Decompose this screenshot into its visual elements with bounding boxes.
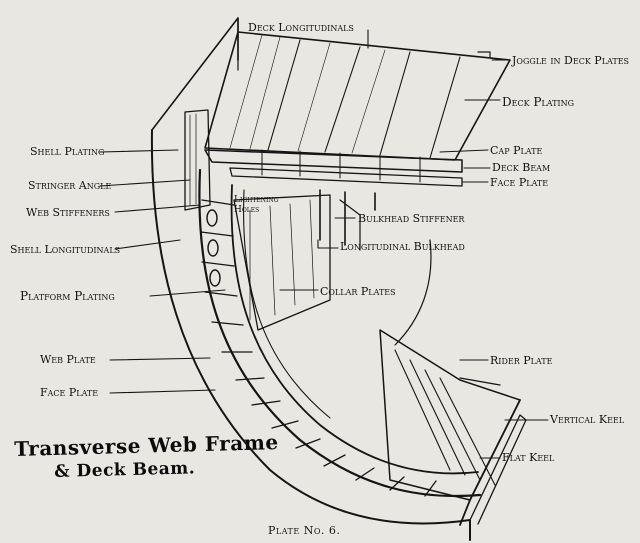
vertical-keel — [459, 399, 521, 526]
label-stringer-angle: Stringer Angle — [28, 179, 112, 192]
leader-platform-plating — [149, 289, 226, 297]
flat-keel — [469, 414, 527, 525]
deck-plating-outline — [204, 31, 511, 161]
label-deck-longitudinals: Deck Longitudinals — [248, 21, 354, 34]
platform-plating-lines — [249, 199, 315, 321]
web-ring-inner — [230, 184, 479, 475]
deck-longitudinal-strips — [229, 34, 386, 154]
platform-plating — [233, 194, 331, 331]
label-deck-plating: Deck Plating — [502, 95, 574, 109]
lightening-hole — [206, 209, 218, 227]
deck-beam — [204, 149, 463, 173]
deck-plating-seams — [267, 39, 461, 159]
bottom-longitudinals — [394, 349, 496, 486]
cap-plate-line — [261, 149, 421, 183]
leader-lines — [99, 29, 549, 459]
label-rider-plate: Rider Plate — [490, 354, 553, 367]
label-web-plate: Web Plate — [40, 353, 96, 366]
bulkhead-stiffener — [339, 199, 361, 251]
label-shell-longitudinals: Shell Longitudinals — [10, 243, 121, 256]
label-shell-plating: Shell Plating — [30, 145, 105, 158]
label-bulkhead-stiffener: Bulkhead Stiffener — [358, 212, 465, 225]
web-stiffeners — [200, 199, 437, 497]
label-joggle-in-deck-plates: Joggle in Deck Plates — [512, 54, 630, 67]
label-vertical-keel: Vertical Keel — [550, 413, 625, 426]
label-deck-beam: Deck Beam — [492, 161, 551, 174]
label-collar-plates: Collar Plates — [320, 285, 396, 298]
leader-shell-longitudinals — [114, 239, 181, 250]
leader-shell-plating — [99, 149, 179, 153]
label-longitudinal-bulkhead: Longitudinal Bulkhead — [340, 240, 465, 253]
lightening-hole — [207, 239, 219, 257]
label-web-stiffeners: Web Stiffeners — [26, 206, 110, 219]
joggle-tab — [477, 51, 491, 59]
leader-cap-plate — [439, 149, 489, 153]
shell-plating-shade — [189, 113, 197, 206]
lightening-hole — [209, 269, 221, 287]
label-cap-plate: Cap Plate — [490, 144, 543, 157]
shell-plating-strip — [184, 109, 211, 211]
shell-plating-outline — [150, 129, 471, 541]
plate-caption: Plate No. 6. — [268, 524, 341, 537]
face-plate-ring — [243, 189, 331, 419]
label-lightening-holes: Lightening Holes — [234, 195, 279, 215]
label-face-plate-top: Face Plate — [490, 176, 549, 189]
plate-title-line-2: & Deck Beam. — [54, 458, 196, 482]
label-face-plate-lower: Face Plate — [40, 386, 99, 399]
leader-stringer-angle — [99, 179, 191, 187]
rider-plate — [459, 377, 501, 386]
leader-web-stiffeners — [114, 204, 201, 213]
web-ring-outer — [198, 168, 482, 498]
leader-longitudinal-bulkhead — [317, 239, 339, 249]
label-flat-keel: Flat Keel — [502, 451, 555, 464]
label-platform-plating: Platform Plating — [20, 289, 115, 303]
keel-arrow-curve — [394, 239, 432, 346]
face-plate-top — [229, 167, 463, 187]
shell-plating-edge — [151, 17, 239, 131]
leader-face-plate-lower — [109, 389, 216, 394]
leader-web-plate — [109, 357, 211, 361]
